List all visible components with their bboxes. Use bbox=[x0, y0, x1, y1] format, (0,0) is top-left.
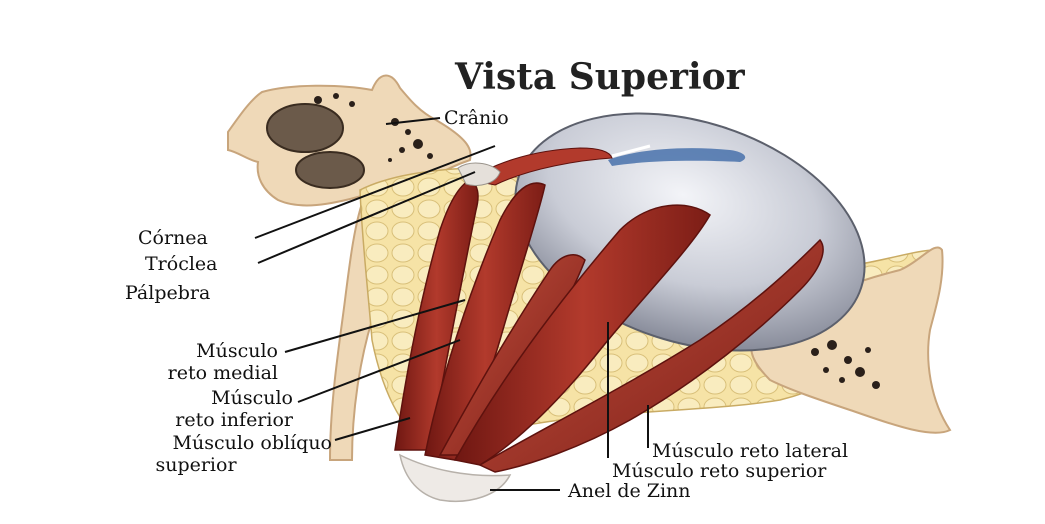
label-reto-inferior-line1: Músculo bbox=[123, 387, 293, 409]
label-troclea: Tróclea bbox=[145, 253, 217, 275]
label-obliquo-superior: Músculo oblíquo superior bbox=[60, 432, 332, 476]
label-cranio: Crânio bbox=[444, 107, 509, 129]
label-reto-medial-line1: Músculo bbox=[128, 340, 278, 362]
label-reto-medial-line2: reto medial bbox=[128, 362, 278, 384]
diagram-title: Vista Superior bbox=[455, 56, 745, 98]
label-reto-lateral: Músculo reto lateral bbox=[652, 440, 848, 462]
label-reto-medial: Músculo reto medial bbox=[128, 340, 278, 384]
label-obliquo-line2: superior bbox=[60, 454, 332, 476]
label-reto-superior: Músculo reto superior bbox=[612, 460, 826, 482]
label-reto-inferior-line2: reto inferior bbox=[123, 409, 293, 431]
label-obliquo-line1: Músculo oblíquo bbox=[60, 432, 332, 454]
label-reto-inferior: Músculo reto inferior bbox=[123, 387, 293, 431]
label-cornea: Córnea bbox=[138, 227, 208, 249]
label-anel-de-zinn: Anel de Zinn bbox=[568, 480, 691, 502]
label-palpebra: Pálpebra bbox=[125, 282, 210, 304]
